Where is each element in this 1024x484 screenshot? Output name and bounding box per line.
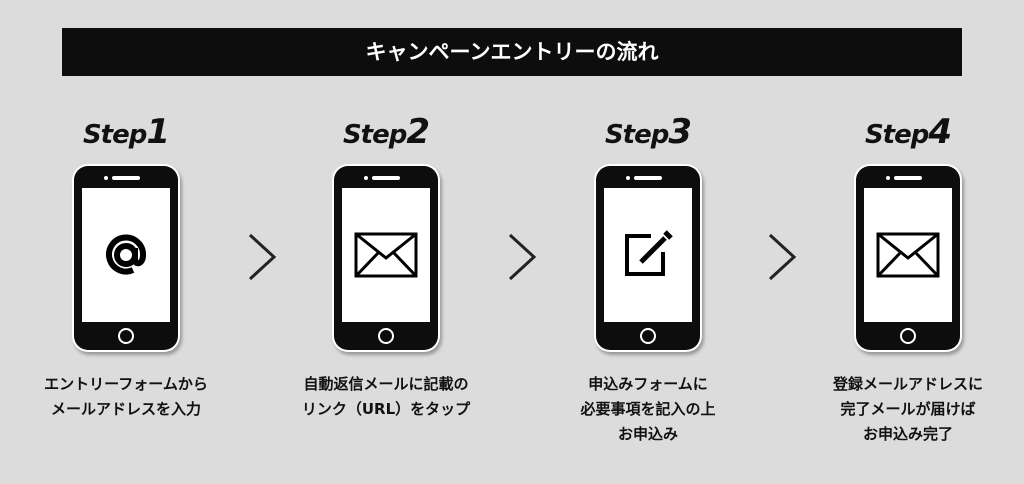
at-icon	[106, 234, 147, 275]
envelope-icon	[354, 232, 418, 278]
step-label: Step1	[82, 112, 170, 152]
step-label: Step4	[864, 112, 952, 152]
chevron-right-icon	[768, 233, 797, 281]
step-2: Step2 自動返信メールに記載の リンク（URL）をタップ	[276, 112, 496, 422]
envelope-icon	[876, 232, 940, 278]
step-label: Step2	[342, 112, 430, 152]
step-description: 自動返信メールに記載の リンク（URL）をタップ	[301, 375, 471, 418]
step-3: Step3 申込みフォームに 必要事項を記入の上 お申込み	[538, 112, 758, 447]
step-label: Step3	[604, 112, 692, 152]
edit-icon	[625, 230, 673, 276]
phone-icon	[74, 166, 178, 350]
step-description: エントリーフォームから メールアドレスを入力	[44, 375, 208, 418]
chevron-right-icon	[508, 233, 537, 281]
chevron-right-icon	[248, 233, 277, 281]
phone-icon	[334, 166, 438, 350]
step-4: Step4 登録メールアドレスに 完了メールが届けば お申込み完了	[798, 112, 1018, 447]
page-title: キャンペーンエントリーの流れ	[62, 28, 962, 76]
phone-icon	[596, 166, 700, 350]
step-1: Step1 エントリーフォームから メールアドレスを入力	[16, 112, 236, 422]
step-description: 申込みフォームに 必要事項を記入の上 お申込み	[580, 375, 716, 443]
phone-icon	[856, 166, 960, 350]
step-description: 登録メールアドレスに 完了メールが届けば お申込み完了	[832, 375, 983, 443]
